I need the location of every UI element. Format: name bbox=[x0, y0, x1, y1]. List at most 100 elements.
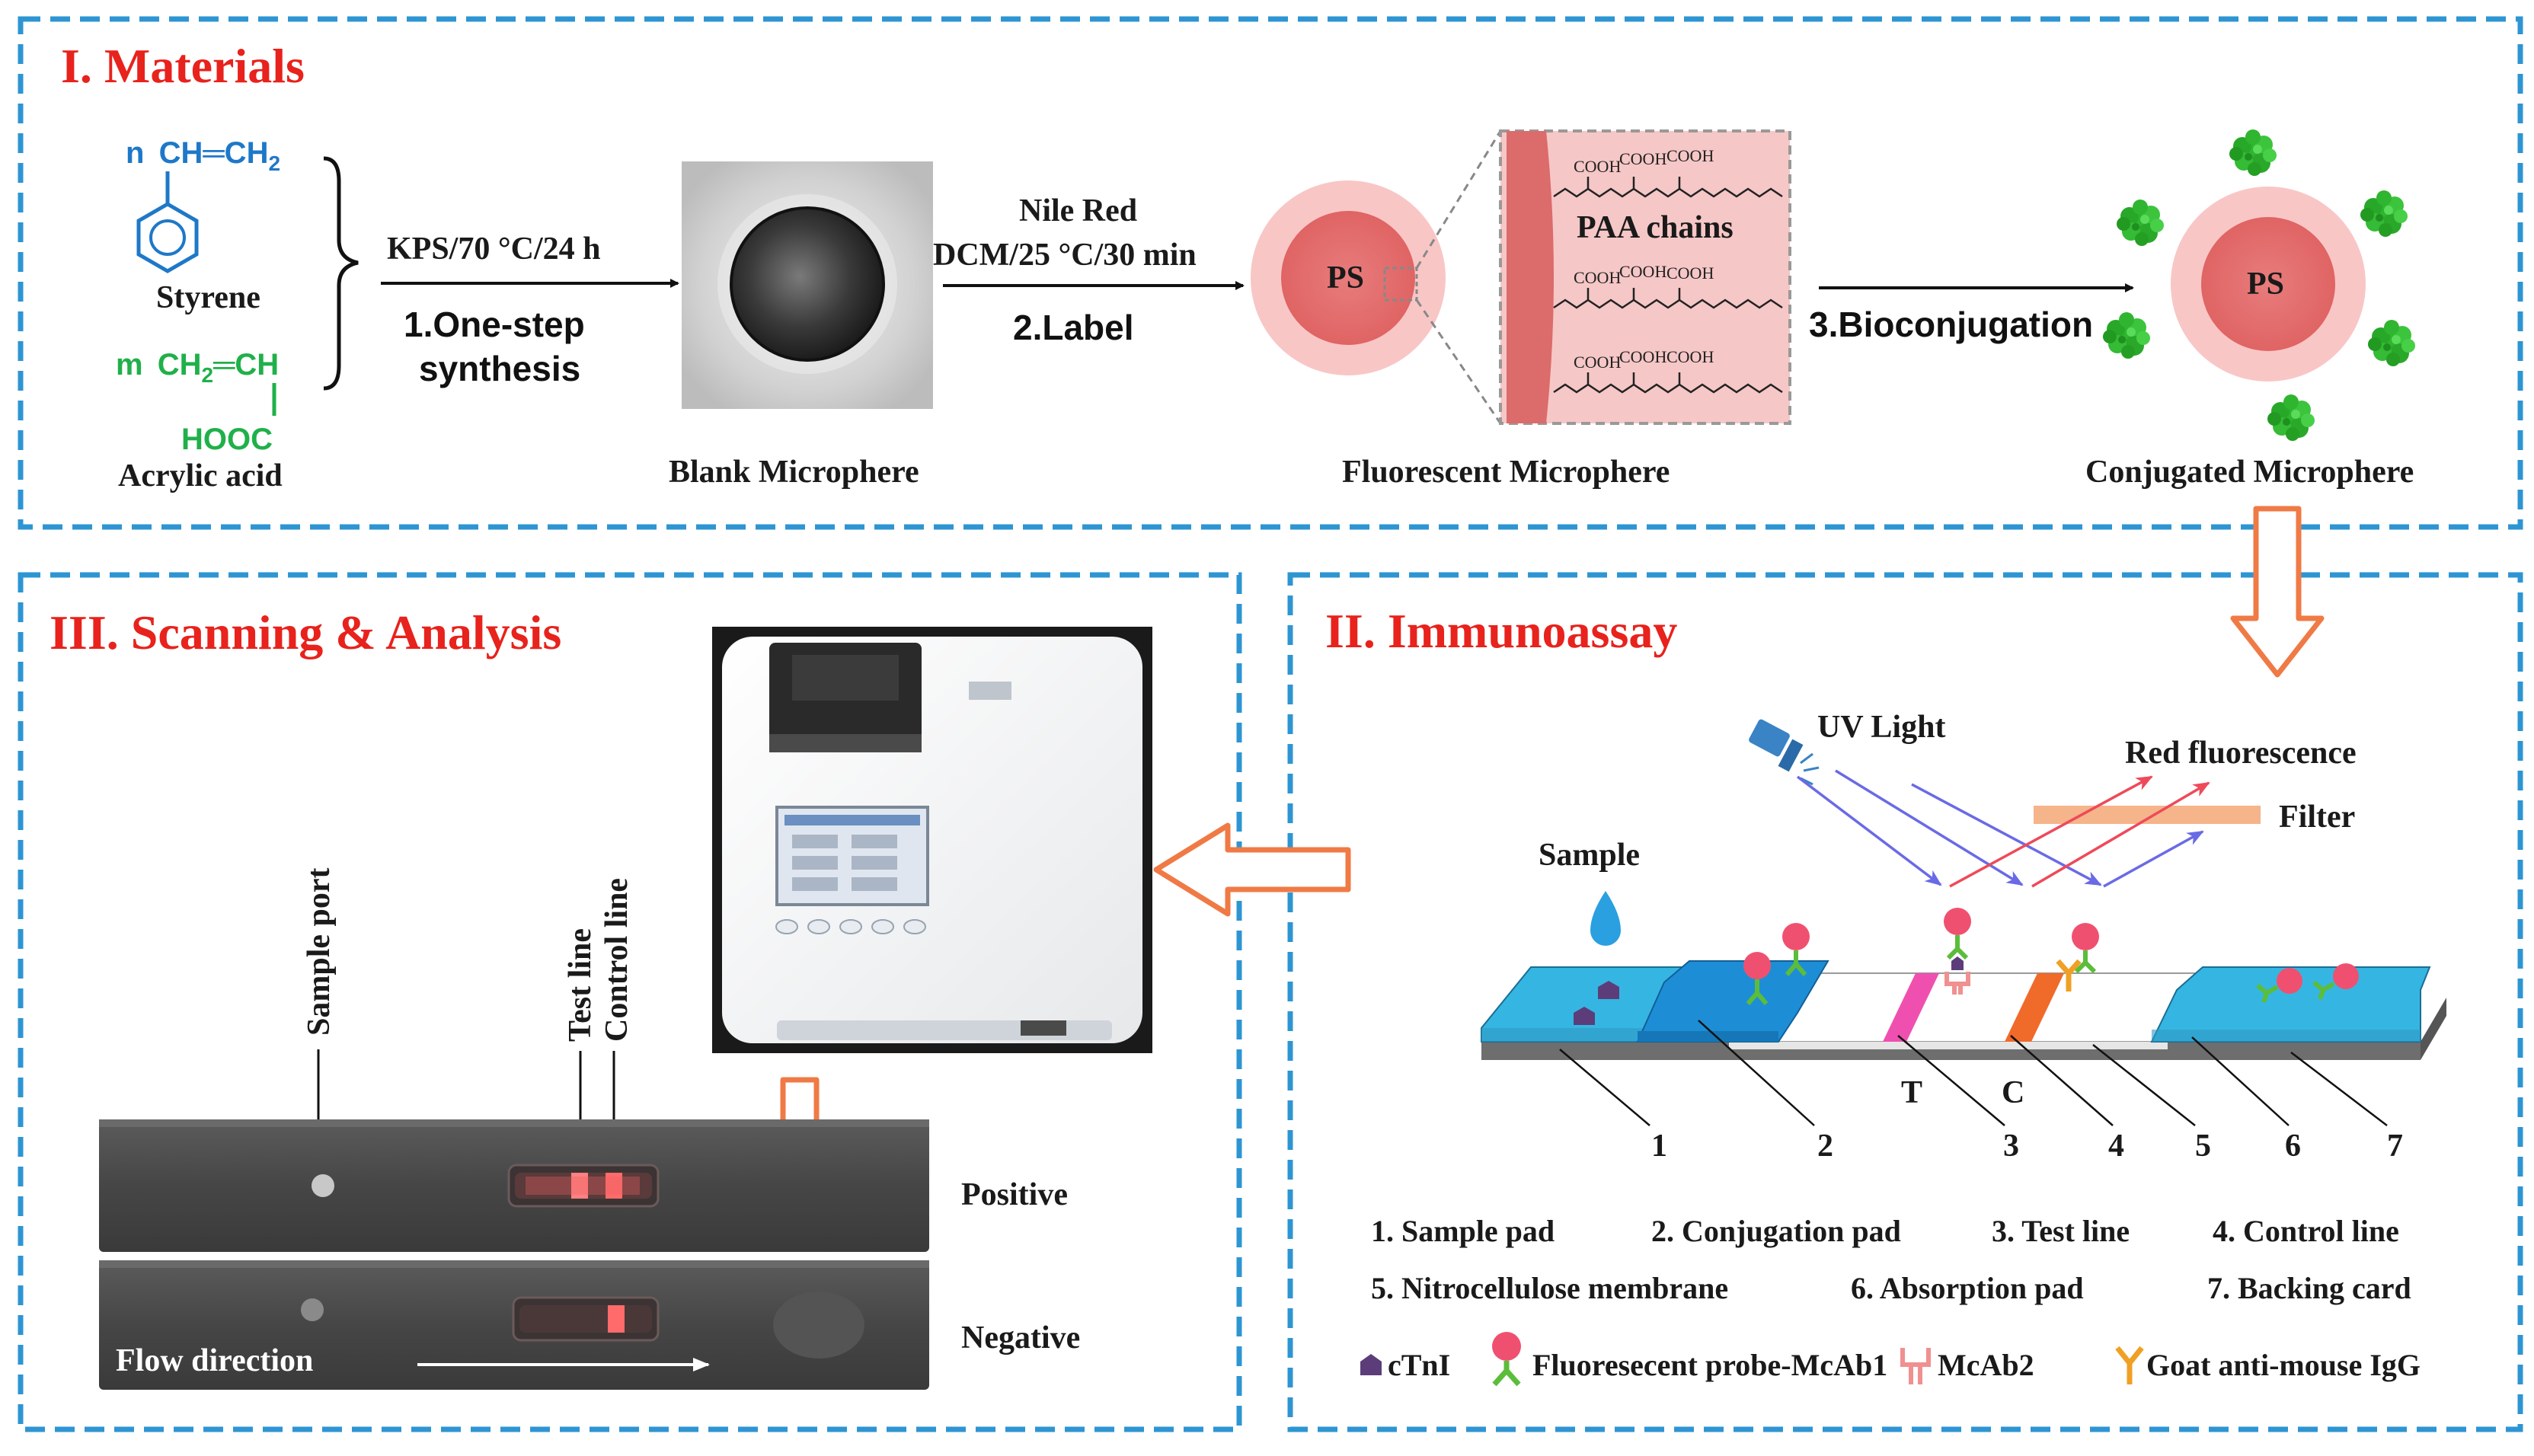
acrylic-formula-sub: 2 bbox=[201, 363, 213, 387]
uv-ray bbox=[1796, 775, 1942, 886]
panel-scanning-border bbox=[18, 572, 1242, 1432]
part-nitrocellulose: 5. Nitrocellulose membrane bbox=[1371, 1271, 1728, 1305]
part-number: 4 bbox=[2108, 1129, 2124, 1164]
antibody-protein-icon bbox=[2267, 394, 2315, 441]
fluorescent-probe-icon bbox=[1492, 1332, 1521, 1387]
uv-lamp-icon bbox=[1749, 719, 1820, 786]
flow-direction-label: Flow direction bbox=[116, 1343, 313, 1378]
fluorescence-reader-device bbox=[712, 627, 1152, 1053]
step2-condition-line1: Nile Red bbox=[1019, 193, 1137, 228]
cooh-label: COOH bbox=[1666, 347, 1714, 366]
cooh-label: COOH bbox=[1619, 149, 1666, 168]
uv-ray bbox=[1835, 769, 2024, 886]
styrene-name: Styrene bbox=[156, 280, 260, 315]
cooh-label: COOH bbox=[1666, 146, 1714, 165]
positive-label: Positive bbox=[961, 1177, 1068, 1212]
cooh-label: COOH bbox=[1619, 347, 1666, 366]
control-line-band bbox=[2005, 973, 2064, 1042]
part-number: 7 bbox=[2387, 1129, 2403, 1164]
step1-condition: KPS/70 °C/24 h bbox=[387, 231, 601, 267]
sample-port-label: Sample port bbox=[302, 867, 337, 1036]
mcab2-icon bbox=[1900, 1348, 1931, 1384]
antibody-protein-icon bbox=[2368, 320, 2415, 366]
part-test-line: 3. Test line bbox=[1992, 1214, 2130, 1248]
part-sample-pad: 1. Sample pad bbox=[1371, 1214, 1555, 1248]
part-number: 3 bbox=[2003, 1129, 2019, 1164]
ps-label: PS bbox=[1327, 260, 1364, 295]
negative-strip-photo bbox=[99, 1260, 929, 1390]
styrene-formula: CH═CH bbox=[159, 136, 269, 170]
sample-drop-icon bbox=[1590, 891, 1621, 946]
panel-immunoassay-title: II. Immunoassay bbox=[1325, 604, 1677, 658]
reactant-brace bbox=[323, 156, 359, 391]
part-number: 5 bbox=[2195, 1129, 2211, 1164]
test-strip bbox=[1481, 960, 2446, 1060]
antibody-protein-icon bbox=[2360, 190, 2408, 237]
blank-caption: Blank Microphere bbox=[669, 455, 919, 490]
strip-reagents bbox=[1574, 908, 2359, 1025]
cooh-label: COOH bbox=[1666, 263, 1714, 283]
part-control-line: 4. Control line bbox=[2213, 1214, 2399, 1248]
filter-label: Filter bbox=[2279, 800, 2355, 835]
acrylic-formula-rest: ═CH bbox=[212, 348, 279, 382]
legend-ctni: cTnI bbox=[1388, 1348, 1450, 1382]
cooh-label: COOH bbox=[1574, 353, 1621, 372]
filtered-emission-ray bbox=[2103, 830, 2204, 888]
part-absorption-pad: 6. Absorption pad bbox=[1851, 1271, 2084, 1305]
styrene-formula-sub: 2 bbox=[268, 152, 280, 175]
step3-label: 3.Bioconjugation bbox=[1809, 305, 2093, 344]
part-number: 2 bbox=[1817, 1129, 1833, 1164]
styrene-structure: n CH═CH2 Styrene bbox=[126, 136, 280, 315]
cooh-label: COOH bbox=[1574, 268, 1621, 287]
step2-label: 2.Label bbox=[1013, 308, 1134, 347]
red-fluorescence-label: Red fluorescence bbox=[2125, 736, 2357, 771]
legend-goat-igg: Goat anti-mouse IgG bbox=[2146, 1348, 2421, 1382]
step1-label-line1: 1.One-step bbox=[404, 305, 585, 344]
conj-ps-label: PS bbox=[2247, 267, 2284, 302]
test-line-label: Test line bbox=[563, 928, 598, 1042]
conjugated-microsphere: PS bbox=[2103, 129, 2415, 441]
sample-label: Sample bbox=[1539, 838, 1640, 873]
acrylic-formula-prefix: m bbox=[116, 348, 143, 382]
antibody-protein-icon bbox=[2103, 312, 2150, 359]
part-conjugation-pad: 2. Conjugation pad bbox=[1651, 1214, 1901, 1248]
acrylic-formula: CH bbox=[158, 348, 202, 382]
flow-arrow-down-icon bbox=[2230, 506, 2325, 678]
part-number: 6 bbox=[2285, 1129, 2301, 1164]
fluorescent-caption: Fluorescent Microphere bbox=[1342, 455, 1670, 490]
test-line-band bbox=[1883, 973, 1939, 1042]
acrylic-acid-structure: m CH2═CH HOOC Acrylic acid bbox=[116, 348, 283, 493]
part-leader-lines bbox=[1559, 1020, 2388, 1126]
legend-mcab2: McAb2 bbox=[1938, 1348, 2034, 1382]
styrene-formula-prefix: n bbox=[126, 136, 144, 170]
panel-materials-border bbox=[18, 16, 2523, 530]
paa-label: PAA chains bbox=[1577, 210, 1734, 245]
antibody-protein-icon bbox=[2117, 200, 2164, 246]
acrylic-group: HOOC bbox=[181, 423, 273, 456]
flow-arrow-left-icon bbox=[1153, 822, 1351, 917]
fluorescent-microsphere: PS bbox=[1251, 130, 1502, 424]
red-emission-ray bbox=[1949, 775, 2153, 888]
t-label: T bbox=[1901, 1075, 1922, 1110]
legend-probe: Fluoresecent probe-McAb1 bbox=[1532, 1348, 1887, 1382]
cooh-label: COOH bbox=[1619, 262, 1666, 281]
goat-igg-icon bbox=[2115, 1346, 2144, 1384]
part-numbers: 1 2 3 4 5 6 7 bbox=[1651, 1129, 2403, 1164]
svg-text:m CH2═CH: m CH2═CH bbox=[116, 348, 279, 387]
c-label: C bbox=[2002, 1075, 2024, 1110]
svg-text:n CH═CH2: n CH═CH2 bbox=[126, 136, 280, 175]
control-line-label: Control line bbox=[599, 878, 634, 1042]
positive-strip-photo bbox=[99, 1119, 929, 1252]
cooh-label: COOH bbox=[1574, 157, 1621, 176]
part-number: 1 bbox=[1651, 1129, 1667, 1164]
uv-label: UV Light bbox=[1817, 710, 1945, 745]
panel-materials-title: I. Materials bbox=[61, 39, 305, 93]
negative-label: Negative bbox=[961, 1320, 1080, 1355]
conjugated-caption: Conjugated Microphere bbox=[2085, 455, 2414, 490]
ctni-icon bbox=[1360, 1354, 1382, 1375]
benzene-ring-icon bbox=[136, 202, 199, 273]
uv-ray bbox=[1911, 783, 2102, 886]
part-backing-card: 7. Backing card bbox=[2207, 1271, 2411, 1305]
